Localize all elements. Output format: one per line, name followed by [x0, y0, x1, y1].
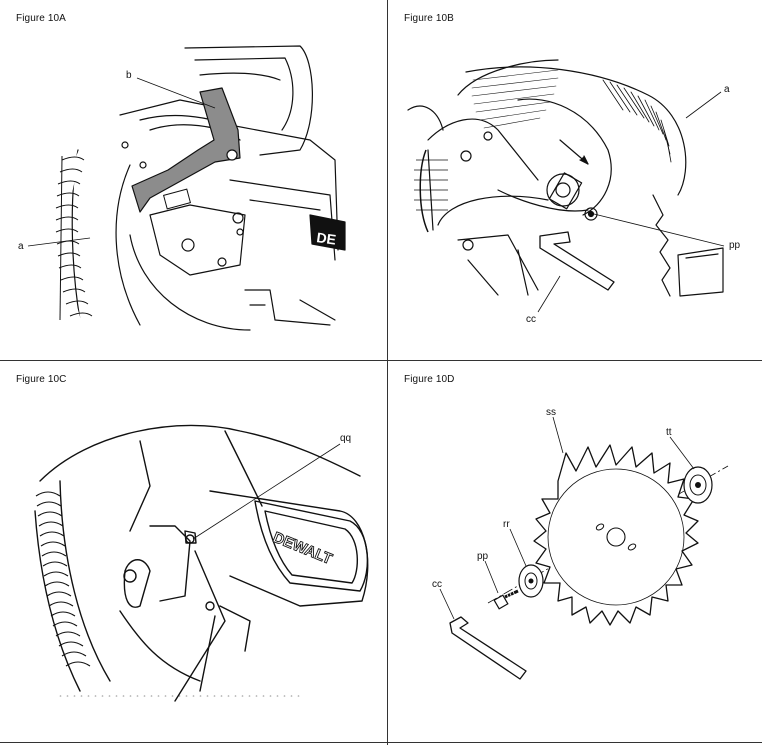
- hex-key-cc: [449, 616, 527, 680]
- callout-pp: pp: [477, 551, 489, 562]
- figure-10c-panel: Figure 10C: [0, 361, 387, 745]
- brand-label: DEWALT: [271, 529, 335, 568]
- callout-a: a: [18, 241, 24, 252]
- brand-partial-label: DE: [316, 229, 337, 248]
- callout-rr: rr: [503, 519, 510, 530]
- figure-10b-illustration: a pp cc: [407, 59, 741, 325]
- saw-blade-ss: [533, 444, 699, 626]
- vertical-divider: [387, 0, 388, 745]
- callout-cc: cc: [432, 579, 442, 590]
- horizontal-divider: [0, 360, 762, 361]
- callout-b: b: [126, 70, 132, 81]
- figure-10a-title: Figure 10A: [16, 13, 66, 24]
- lock-lever-b: [131, 87, 241, 213]
- bottom-divider: [0, 742, 762, 743]
- dust-hose: [62, 147, 85, 329]
- callout-cc: cc: [526, 314, 536, 325]
- outer-clamp-washer-tt: [683, 466, 713, 504]
- figure-10c-title: Figure 10C: [16, 374, 67, 385]
- figure-10d-title: Figure 10D: [404, 374, 455, 385]
- callout-a: a: [724, 84, 730, 95]
- figure-10a-illustration: DE b a: [18, 45, 346, 331]
- callout-tt: tt: [666, 427, 672, 438]
- figure-10c-illustration: DEWALT qq: [34, 424, 369, 702]
- inner-clamp-washer-rr: [518, 564, 544, 598]
- figure-10a-panel: Figure 10A: [0, 0, 387, 360]
- figure-10d-panel: Figure 10D: [388, 361, 762, 745]
- figure-10d-illustration: ss tt rr pp cc: [432, 407, 729, 680]
- blade-screw-pp: [493, 589, 519, 610]
- callout-qq: qq: [340, 433, 351, 444]
- figure-10b-panel: Figure 10B: [388, 0, 762, 360]
- callout-ss: ss: [546, 407, 556, 418]
- figure-10b-title: Figure 10B: [404, 13, 454, 24]
- callout-pp: pp: [729, 240, 741, 251]
- hex-key-cc: [539, 231, 615, 291]
